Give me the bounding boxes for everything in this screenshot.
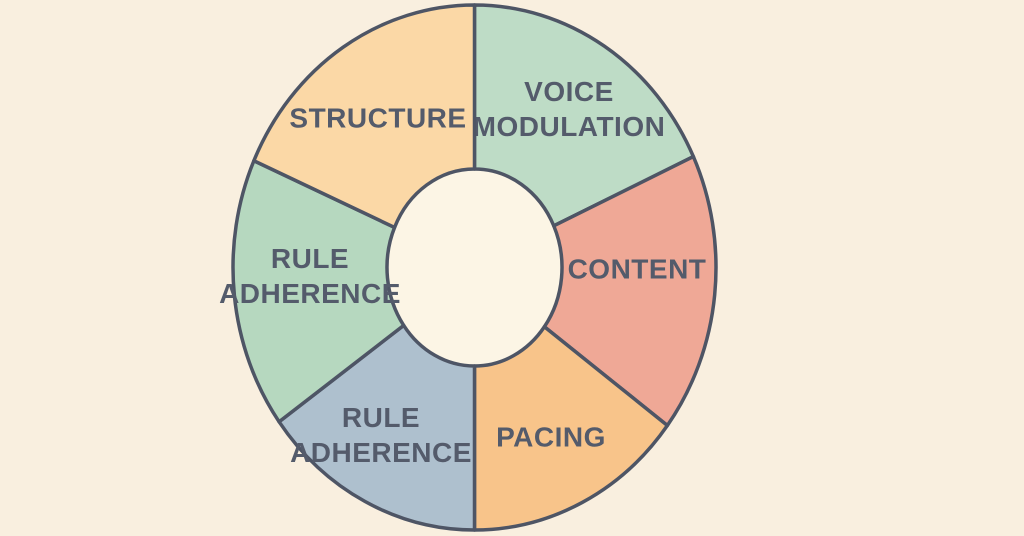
segment-label-rule-adherence-line1: RULE [271,243,349,274]
donut-hole [387,169,562,366]
segment-label-rule-adherence-line2: ADHERENCE [219,278,401,309]
segment-label-voice-modulation-line2: MODULATION [473,111,666,142]
segment-label-structure-line1: STRUCTURE [289,103,466,134]
segment-label-pacing-line1: PACING [496,422,606,453]
segment-label-rule-adherence-line2: ADHERENCE [290,437,472,468]
segment-label-voice-modulation-line1: VOICE [524,76,614,107]
chart-segment-rule-adherence-3 [277,323,477,532]
chart-segment-content-1 [542,154,718,428]
chart-segment-rule-adherence-4 [231,158,406,424]
chart-segment-pacing-2 [472,325,670,532]
chart-segment-structure-5 [252,3,477,230]
segment-label-content-line1: CONTENT [568,254,707,285]
chart-segment-voice-modulation-0 [472,3,696,228]
segment-label-rule-adherence-line1: RULE [342,402,420,433]
